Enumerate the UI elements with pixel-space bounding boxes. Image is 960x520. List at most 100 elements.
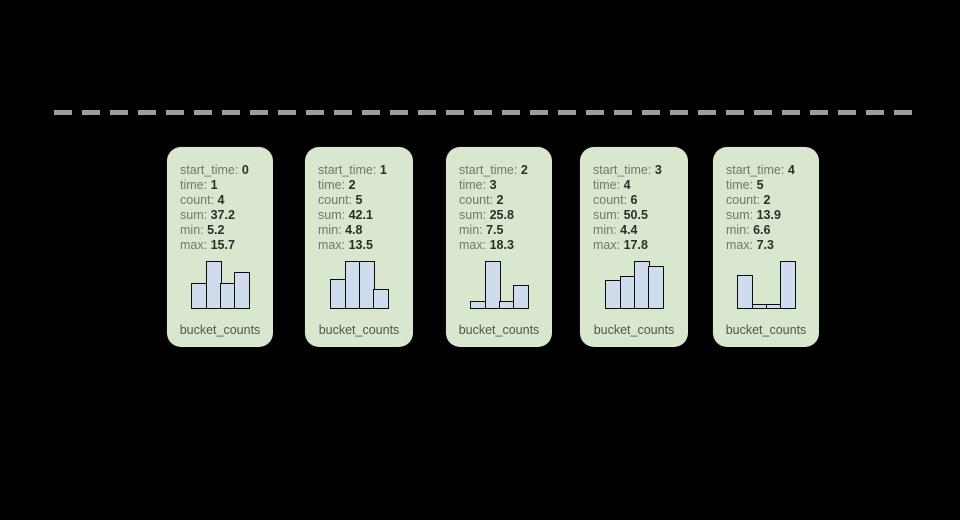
- attribute-value-time: 3: [489, 177, 497, 192]
- attribute-key-max: max:: [593, 237, 621, 252]
- histogram-bars: [737, 260, 797, 309]
- histogram-bar: [234, 271, 251, 309]
- attribute-row-max: max: 18.3: [459, 238, 552, 252]
- attribute-key-count: count:: [593, 192, 628, 207]
- attribute-key-sum: sum:: [593, 207, 621, 222]
- attribute-row-time: time: 4: [593, 178, 688, 192]
- attribute-value-sum: 50.5: [623, 207, 648, 222]
- attribute-value-start-time: 2: [520, 163, 528, 177]
- attribute-value-min: 4.8: [345, 222, 363, 237]
- attribute-key-sum: sum:: [318, 207, 346, 222]
- attribute-row-count: count: 2: [459, 193, 552, 207]
- bucket-counts-label: bucket_counts: [725, 322, 807, 337]
- attribute-value-sum: 13.9: [756, 207, 781, 222]
- attribute-row-start-time: start_time: 4: [726, 163, 819, 177]
- attribute-value-time: 2: [348, 177, 356, 192]
- histogram-bars: [470, 260, 530, 309]
- attribute-row-start-time: start_time: 1: [318, 163, 413, 177]
- attribute-value-min: 4.4: [620, 222, 638, 237]
- attribute-row-sum: sum: 37.2: [180, 208, 273, 222]
- attribute-key-sum: sum:: [180, 207, 208, 222]
- attribute-row-max: max: 15.7: [180, 238, 273, 252]
- histogram-bar: [513, 284, 530, 309]
- attribute-value-sum: 37.2: [210, 207, 235, 222]
- attribute-value-max: 18.3: [489, 237, 514, 252]
- attribute-key-max: max:: [459, 237, 487, 252]
- attribute-row-min: min: 4.4: [593, 223, 688, 237]
- attribute-key-sum: sum:: [459, 207, 487, 222]
- attribute-row-sum: sum: 13.9: [726, 208, 819, 222]
- attribute-row-time: time: 1: [180, 178, 273, 192]
- attribute-key-count: count:: [726, 192, 761, 207]
- attribute-value-sum: 25.8: [489, 207, 514, 222]
- attribute-key-max: max:: [318, 237, 346, 252]
- attribute-row-sum: sum: 42.1: [318, 208, 413, 222]
- attribute-key-time: time:: [318, 177, 346, 192]
- attribute-row-start-time: start_time: 2: [459, 163, 552, 177]
- bucket-counts-histogram: [446, 260, 552, 309]
- attribute-row-min: min: 6.6: [726, 223, 819, 237]
- attribute-value-min: 5.2: [207, 222, 225, 237]
- attribute-value-max: 17.8: [623, 237, 648, 252]
- attribute-key-min: min:: [180, 222, 204, 237]
- attribute-key-count: count:: [180, 192, 215, 207]
- attribute-row-min: min: 7.5: [459, 223, 552, 237]
- attribute-row-time: time: 3: [459, 178, 552, 192]
- bucket-counts-label: bucket_counts: [593, 322, 675, 337]
- bucket-counts-label: bucket_counts: [179, 322, 261, 337]
- attribute-row-min: min: 4.8: [318, 223, 413, 237]
- attribute-value-time: 4: [623, 177, 631, 192]
- histogram-bars: [605, 260, 665, 309]
- attribute-value-max: 15.7: [210, 237, 235, 252]
- attribute-key-time: time:: [726, 177, 754, 192]
- attribute-key-max: max:: [726, 237, 754, 252]
- bucket-counts-histogram: [167, 260, 273, 309]
- attribute-key-min: min:: [726, 222, 750, 237]
- attribute-key-sum: sum:: [726, 207, 754, 222]
- attribute-value-count: 6: [630, 192, 638, 207]
- attribute-row-start-time: start_time: 0: [180, 163, 273, 177]
- bucket-counts-histogram: [305, 260, 413, 309]
- attribute-key-start-time: start_time:: [726, 163, 785, 177]
- attribute-row-max: max: 17.8: [593, 238, 688, 252]
- attribute-key-start-time: start_time:: [593, 163, 652, 177]
- attribute-value-time: 5: [756, 177, 764, 192]
- bucket-counts-label: bucket_counts: [318, 322, 400, 337]
- attribute-row-start-time: start_time: 3: [593, 163, 688, 177]
- attribute-value-count: 2: [496, 192, 504, 207]
- histogram-bar: [373, 288, 390, 309]
- attribute-row-time: time: 5: [726, 178, 819, 192]
- attribute-key-count: count:: [459, 192, 494, 207]
- attribute-row-sum: sum: 50.5: [593, 208, 688, 222]
- attribute-value-min: 6.6: [753, 222, 771, 237]
- attribute-key-time: time:: [593, 177, 621, 192]
- attribute-value-start-time: 3: [654, 163, 662, 177]
- histogram-bar: [737, 275, 754, 309]
- attribute-row-count: count: 5: [318, 193, 413, 207]
- bucket-counts-label: bucket_counts: [458, 322, 540, 337]
- attribute-row-count: count: 2: [726, 193, 819, 207]
- attribute-key-min: min:: [318, 222, 342, 237]
- attribute-key-count: count:: [318, 192, 353, 207]
- attribute-value-start-time: 1: [379, 163, 387, 177]
- histogram-bar: [648, 265, 665, 309]
- histogram-bar: [780, 260, 797, 309]
- attribute-value-max: 13.5: [348, 237, 373, 252]
- attribute-value-min: 7.5: [486, 222, 504, 237]
- attribute-key-start-time: start_time:: [459, 163, 518, 177]
- attribute-value-start-time: 4: [787, 163, 795, 177]
- histogram-bar: [359, 260, 375, 309]
- attribute-key-min: min:: [593, 222, 617, 237]
- attribute-value-sum: 42.1: [348, 207, 373, 222]
- histogram-bars: [330, 260, 390, 309]
- attribute-key-time: time:: [180, 177, 208, 192]
- attribute-value-start-time: 0: [241, 163, 249, 177]
